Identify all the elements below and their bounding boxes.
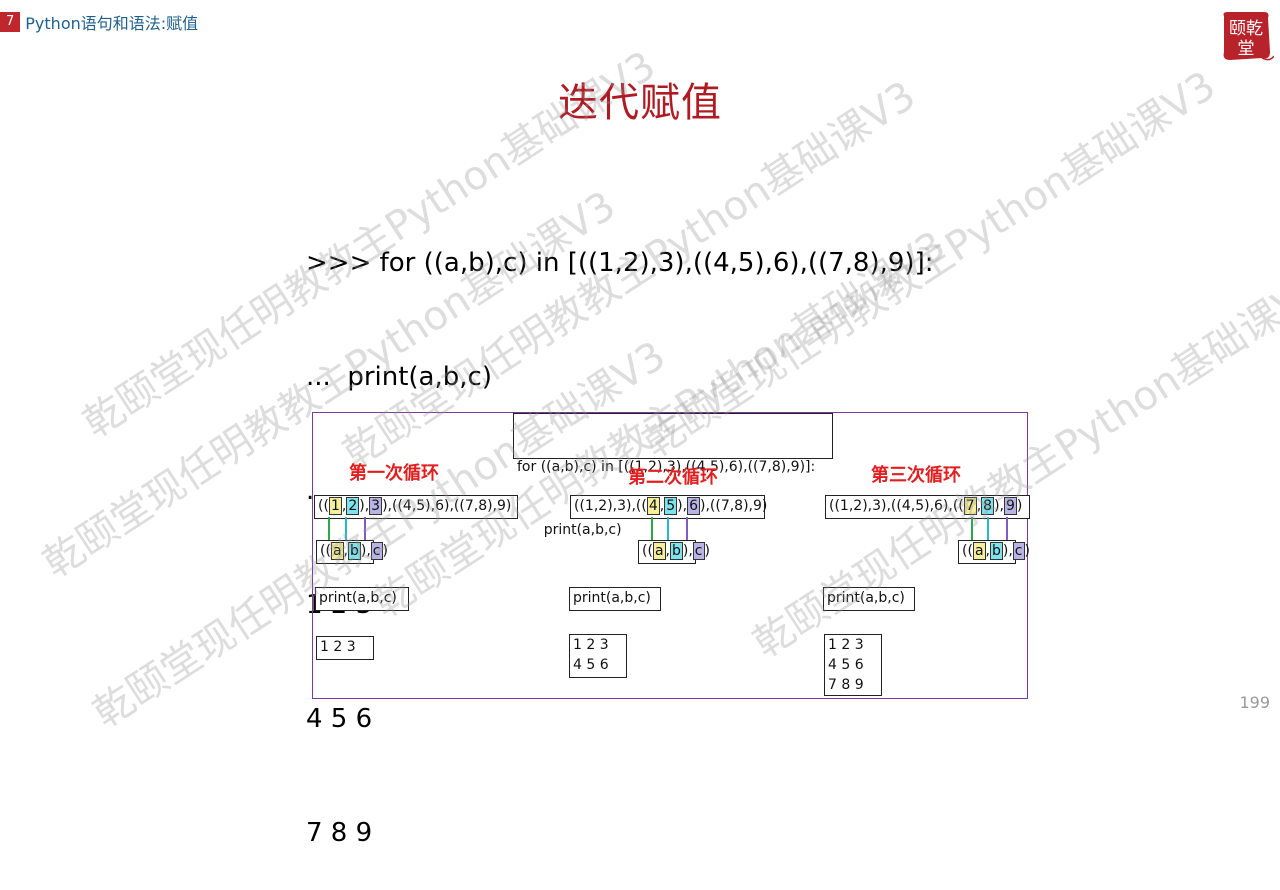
slide-title: 迭代赋值 — [558, 80, 722, 126]
connector-a — [328, 517, 330, 543]
logo-text-top: 颐乾 — [1229, 19, 1263, 39]
connector-b — [987, 517, 989, 543]
output-line: 4 5 6 — [306, 704, 373, 734]
value-b: 5 — [664, 497, 678, 515]
connector-b — [345, 517, 347, 543]
value-c: 9 — [1003, 497, 1017, 515]
sequence-box-3: ((1,2),3),((4,5),6),((7,8),9) — [825, 495, 1030, 519]
connector-a — [651, 517, 653, 543]
value-a: 7 — [963, 497, 977, 515]
value-a: 4 — [646, 497, 660, 515]
connector-c — [364, 517, 366, 543]
code-line: ... print(a,b,c) — [306, 362, 492, 392]
connector-a — [971, 517, 973, 543]
target-box-1: ((a,b),c) — [316, 540, 388, 564]
loop-1-label: 第一次循环 — [349, 463, 439, 484]
loop-2-label: 第二次循环 — [628, 467, 718, 488]
print-box-3: print(a,b,c) — [823, 587, 915, 611]
seal-logo-icon: 颐乾 堂 — [1223, 12, 1274, 61]
section-title: Python语句和语法:赋值 — [25, 14, 199, 33]
iteration-diagram: for ((a,b),c) in [((1,2),3),((4,5),6),((… — [312, 412, 1030, 699]
sequence-box-1: ((1,2),3),((4,5),6),((7,8),9) — [314, 495, 518, 519]
value-b: 8 — [981, 497, 995, 515]
value-b: 2 — [346, 497, 360, 515]
code-block: >>> for ((a,b),c) in [((1,2),3),((4,5),6… — [306, 168, 933, 890]
breadcrumb: 7 Python语句和语法:赋值 — [0, 12, 199, 33]
loop-code-line: for ((a,b),c) in [((1,2),3),((4,5),6),((… — [517, 459, 816, 475]
connector-c — [686, 517, 688, 543]
logo-text-bottom: 堂 — [1238, 39, 1255, 59]
target-box-3: ((a,b),c) — [958, 540, 1030, 564]
loop-3-label: 第三次循环 — [871, 465, 961, 486]
connector-b — [667, 517, 669, 543]
loop-code-box: for ((a,b),c) in [((1,2),3),((4,5),6),((… — [513, 413, 833, 538]
target-box-2: ((a,b),c) — [638, 540, 710, 564]
output-box-1: 1 2 3 — [316, 636, 374, 660]
section-number: 7 — [0, 12, 21, 32]
connector-c — [1006, 517, 1008, 543]
output-line: 7 8 9 — [306, 818, 373, 848]
sequence-box-2: ((1,2),3),((4,5),6),((7,8),9) — [570, 495, 767, 519]
print-box-1: print(a,b,c) — [315, 587, 409, 611]
loop-code-line: print(a,b,c) — [517, 522, 622, 538]
code-line: >>> for ((a,b),c) in [((1,2),3),((4,5),6… — [306, 248, 934, 278]
value-c: 3 — [369, 497, 383, 515]
page-number: 199 — [1239, 693, 1270, 712]
print-box-2: print(a,b,c) — [569, 587, 661, 611]
value-a: 1 — [328, 497, 342, 515]
value-c: 6 — [687, 497, 700, 515]
